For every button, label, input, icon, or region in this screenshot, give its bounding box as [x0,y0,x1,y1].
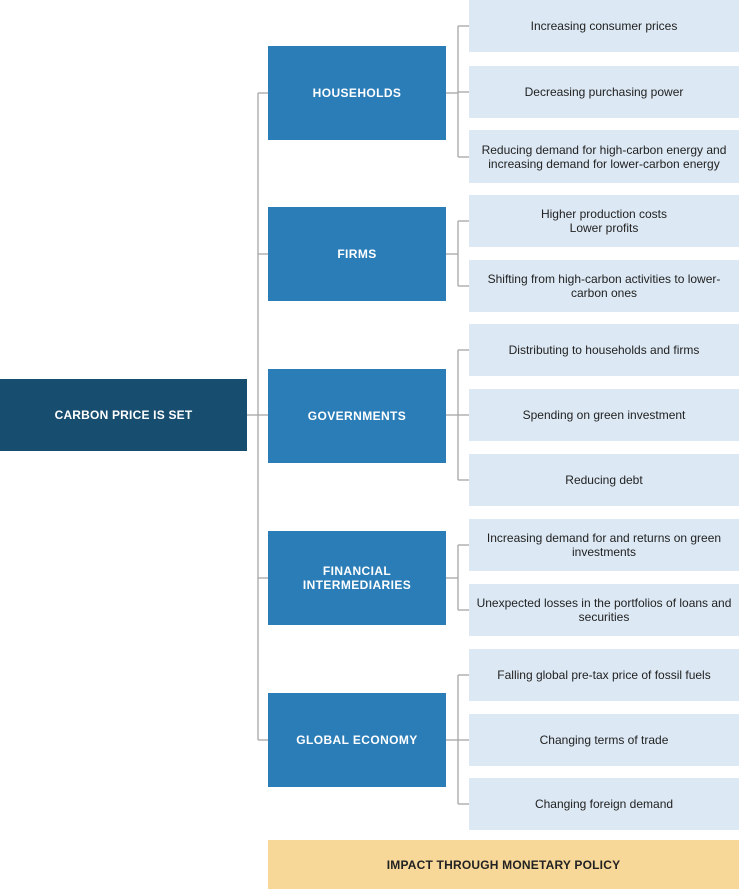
footer-monetary-policy: IMPACT THROUGH MONETARY POLICY [268,840,739,889]
effect-label: Distributing to households and firms [508,343,700,357]
category-households: HOUSEHOLDS [268,46,446,140]
effect-label: Increasing consumer prices [530,19,678,33]
effect-households-3: Reducing demand for high-carbon energy a… [469,130,739,183]
category-governments: GOVERNMENTS [268,369,446,463]
effect-financial-intermediaries-1: Increasing demand for and returns on gre… [469,519,739,571]
effect-global-economy-1: Falling global pre-tax price of fossil f… [469,649,739,701]
category-label: GOVERNMENTS [307,409,407,423]
category-label: GLOBAL ECONOMY [296,733,418,747]
category-global-economy: GLOBAL ECONOMY [268,693,446,787]
category-label: FIRMS [337,247,377,261]
effect-label: Falling global pre-tax price of fossil f… [497,668,711,682]
category-label: FINANCIAL INTERMEDIARIES [302,564,412,592]
effect-firms-2: Shifting from high-carbon activities to … [469,260,739,312]
effect-firms-1: Higher production costs Lower profits [469,195,739,247]
category-label: HOUSEHOLDS [312,86,402,100]
effect-label: Increasing demand for and returns on gre… [486,531,722,559]
effect-governments-3: Reducing debt [469,454,739,506]
effect-financial-intermediaries-2: Unexpected losses in the portfolios of l… [469,584,739,636]
effect-governments-1: Distributing to households and firms [469,324,739,376]
effect-households-1: Increasing consumer prices [469,0,739,52]
effect-label: Decreasing purchasing power [524,85,684,99]
effect-households-2: Decreasing purchasing power [469,66,739,118]
category-firms: FIRMS [268,207,446,301]
effect-governments-2: Spending on green investment [469,389,739,441]
effect-label: Shifting from high-carbon activities to … [487,272,721,300]
footer-label: IMPACT THROUGH MONETARY POLICY [386,857,621,872]
effect-label: Reducing debt [565,473,643,487]
effect-global-economy-3: Changing foreign demand [469,778,739,830]
root-node-carbon-price: CARBON PRICE IS SET [0,379,247,451]
effect-label: Changing foreign demand [534,797,674,811]
effect-label: Reducing demand for high-carbon energy a… [481,142,727,171]
effect-label: Changing terms of trade [539,733,669,747]
effect-label: Spending on green investment [522,408,686,422]
root-node-label: CARBON PRICE IS SET [54,408,193,422]
effect-label: Higher production costs Lower profits [540,207,668,235]
category-financial-intermediaries: FINANCIAL INTERMEDIARIES [268,531,446,625]
effect-label: Unexpected losses in the portfolios of l… [476,596,732,624]
effect-global-economy-2: Changing terms of trade [469,714,739,766]
